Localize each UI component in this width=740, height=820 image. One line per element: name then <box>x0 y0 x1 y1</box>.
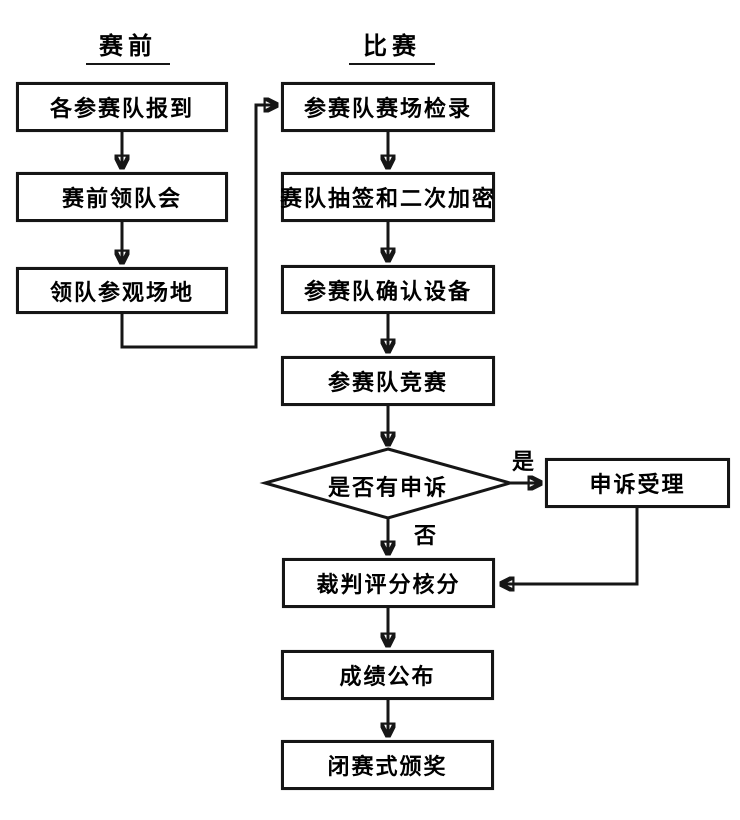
node-leader-meeting: 赛前领队会 <box>16 172 228 222</box>
edge-label-yes: 是 <box>511 449 534 474</box>
column-title-pre-match: 赛前 <box>86 26 170 65</box>
node-appeal-accept: 申诉受理 <box>545 458 730 508</box>
node-team-checkin: 各参赛队报到 <box>16 82 228 132</box>
node-results-publish: 成绩公布 <box>281 650 494 700</box>
node-closing-awards: 闭赛式颁奖 <box>281 740 494 790</box>
node-confirm-equipment: 参赛队确认设备 <box>281 265 495 314</box>
node-arena-rollcall: 参赛队赛场检录 <box>281 82 495 132</box>
node-closing-awards-label: 闭赛式颁奖 <box>327 754 448 779</box>
node-results-publish-label: 成绩公布 <box>339 664 436 689</box>
node-draw-encrypt: 赛队抽签和二次加密 <box>280 172 497 222</box>
node-venue-tour-label: 领队参观场地 <box>49 279 194 305</box>
node-venue-tour: 领队参观场地 <box>16 267 228 314</box>
node-compete-label: 参赛队竞赛 <box>327 370 448 395</box>
node-compete: 参赛队竞赛 <box>281 356 495 406</box>
node-confirm-equipment-label: 参赛队确认设备 <box>303 278 472 304</box>
node-team-checkin-label: 各参赛队报到 <box>49 96 194 121</box>
edge-venue-tour-to-arena-rollcall <box>120 105 277 349</box>
column-title-match: 比赛 <box>349 26 435 65</box>
node-arena-rollcall-label: 参赛队赛场检录 <box>303 96 472 121</box>
node-leader-meeting-label: 赛前领队会 <box>61 186 182 211</box>
edge-appeal-to-scoring <box>501 508 639 584</box>
edge-label-no: 否 <box>413 523 436 548</box>
decision-appeal-check-label: 是否有申诉 <box>327 475 448 500</box>
node-appeal-accept-label: 申诉受理 <box>589 472 686 497</box>
node-judge-scoring: 裁判评分核分 <box>282 558 495 608</box>
node-draw-encrypt-label: 赛队抽签和二次加密 <box>280 186 497 211</box>
node-judge-scoring-label: 裁判评分核分 <box>316 572 461 597</box>
